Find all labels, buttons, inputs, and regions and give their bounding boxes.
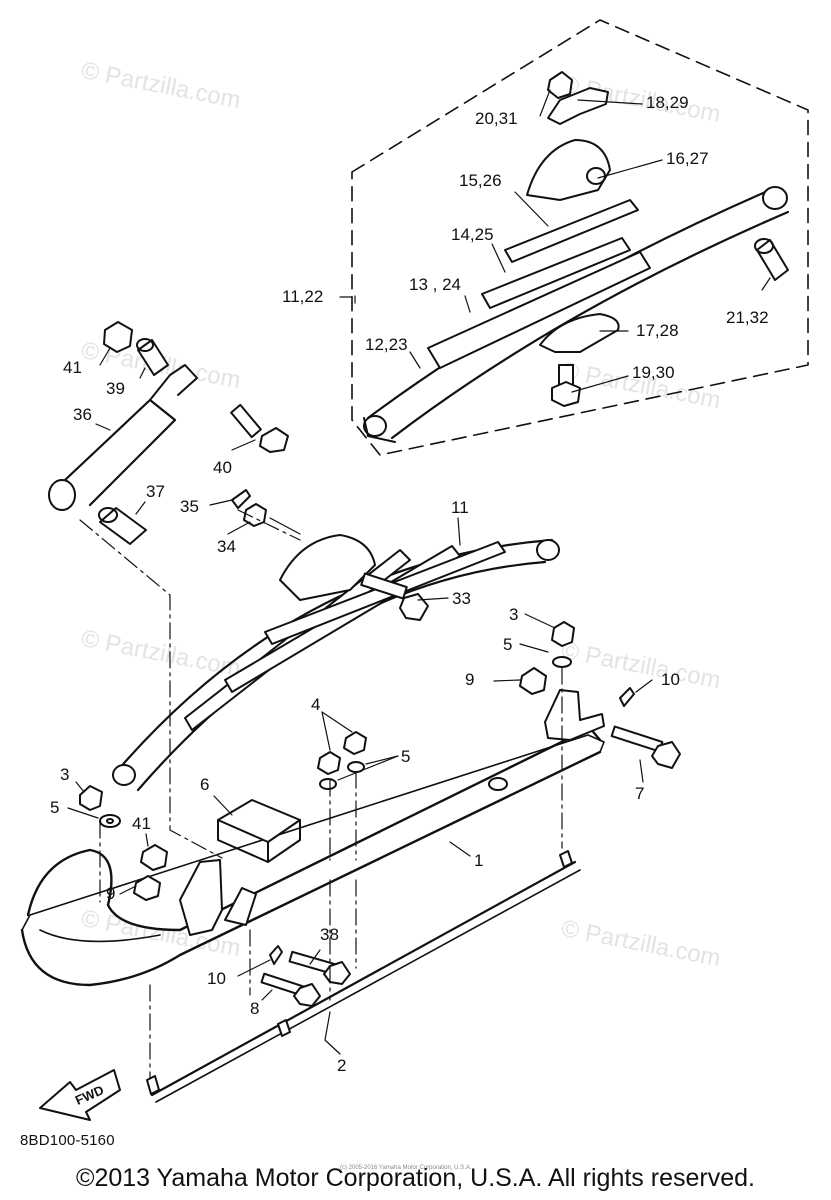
- callout-label: 1: [474, 851, 484, 870]
- bushing-41-ski: [140, 844, 168, 871]
- bolt-40: [230, 403, 289, 453]
- shock-absorber-36: [48, 364, 198, 511]
- callout-label: 39: [106, 379, 125, 398]
- callout-label: 3: [509, 605, 519, 624]
- bushing-9-rear: [519, 667, 547, 695]
- copyright-notice: ©2013 Yamaha Motor Corporation, U.S.A. A…: [76, 1164, 755, 1192]
- callout-label: 9: [465, 670, 475, 689]
- callout-label: 5: [503, 635, 513, 654]
- cotter-pin-10-rear: [619, 687, 635, 707]
- bushing-9-ski: [133, 875, 161, 901]
- callout-label: 21,32: [726, 308, 769, 327]
- bolt-33: [360, 572, 429, 621]
- callout-label: 35: [180, 497, 199, 516]
- leaf-spring-11: [112, 534, 560, 792]
- callout-label: 34: [217, 537, 236, 556]
- collar-21: [754, 238, 789, 281]
- callout-label: 19,30: [632, 363, 675, 382]
- callout-label: 12,23: [365, 335, 408, 354]
- nut-4-b: [317, 751, 341, 775]
- leader-lines: [67, 89, 771, 1055]
- spring-clamp-18: [547, 87, 609, 125]
- detail-enclosure: [351, 19, 809, 456]
- bushing-41-top: [103, 321, 133, 353]
- callout-label: 38: [320, 925, 339, 944]
- nut-20: [547, 71, 573, 99]
- ski-bracket: [179, 859, 257, 936]
- callout-label: 18,29: [646, 93, 689, 112]
- callout-label: 10: [207, 969, 226, 988]
- callout-label: 5: [50, 798, 60, 817]
- callout-label: 36: [73, 405, 92, 424]
- callout-label: 37: [146, 482, 165, 501]
- callout-label: 5: [401, 747, 411, 766]
- cotter-pin-35: [231, 489, 251, 509]
- washer-5-left: [99, 814, 121, 828]
- bolt-8: [260, 972, 321, 1007]
- nut-34: [243, 503, 267, 527]
- callout-label: 9: [106, 884, 116, 903]
- callout-label: 33: [452, 589, 471, 608]
- callout-label: 15,26: [459, 171, 502, 190]
- callout-label: 7: [635, 784, 645, 803]
- ski-1: [20, 726, 605, 987]
- bolt-19: [551, 364, 581, 407]
- collar-39: [136, 338, 169, 376]
- detail-leaf-spring: [363, 186, 790, 443]
- assembly-lines: [79, 509, 563, 1079]
- callout-label: 20,31: [475, 109, 518, 128]
- wear-bar-2: [146, 850, 581, 1103]
- cotter-pin-10-front: [269, 945, 283, 965]
- nut-3-rear: [551, 621, 575, 647]
- callout-label: 3: [60, 765, 70, 784]
- callout-label: 10: [661, 670, 680, 689]
- washer-5-rear: [552, 656, 572, 668]
- callout-label: 8: [250, 999, 260, 1018]
- fwd-arrow-icon: [39, 1069, 121, 1121]
- washer-5-b: [319, 778, 337, 790]
- collar-37: [98, 507, 147, 545]
- nut-4-a: [343, 731, 367, 755]
- nut-3-left: [79, 785, 103, 811]
- bolt-38: [288, 950, 351, 985]
- callout-label: 11,22: [282, 287, 324, 306]
- callout-label: 6: [200, 775, 210, 794]
- callout-label: 16,27: [666, 149, 709, 168]
- callout-label: 2: [337, 1056, 347, 1075]
- callout-label: 41: [63, 358, 82, 377]
- callout-label: 13 , 24: [409, 275, 461, 294]
- callout-label: 4: [311, 695, 321, 714]
- callout-label: 14,25: [451, 225, 494, 244]
- callout-label: 11: [451, 498, 469, 517]
- rear-bracket: [544, 689, 605, 741]
- callout-label: 17,28: [636, 321, 679, 340]
- fine-print: (c) 2005-2016 Yamaha Motor Corporation, …: [340, 1165, 472, 1171]
- callout-label: 40: [213, 458, 232, 477]
- spring-seat-upper: [526, 139, 611, 201]
- diagram-code: 8BD100-5160: [20, 1132, 115, 1149]
- bolt-7: [610, 725, 681, 769]
- spring-seat-lower-17: [539, 313, 620, 353]
- callout-label: 41: [132, 814, 151, 833]
- mount-block-6: [217, 799, 301, 863]
